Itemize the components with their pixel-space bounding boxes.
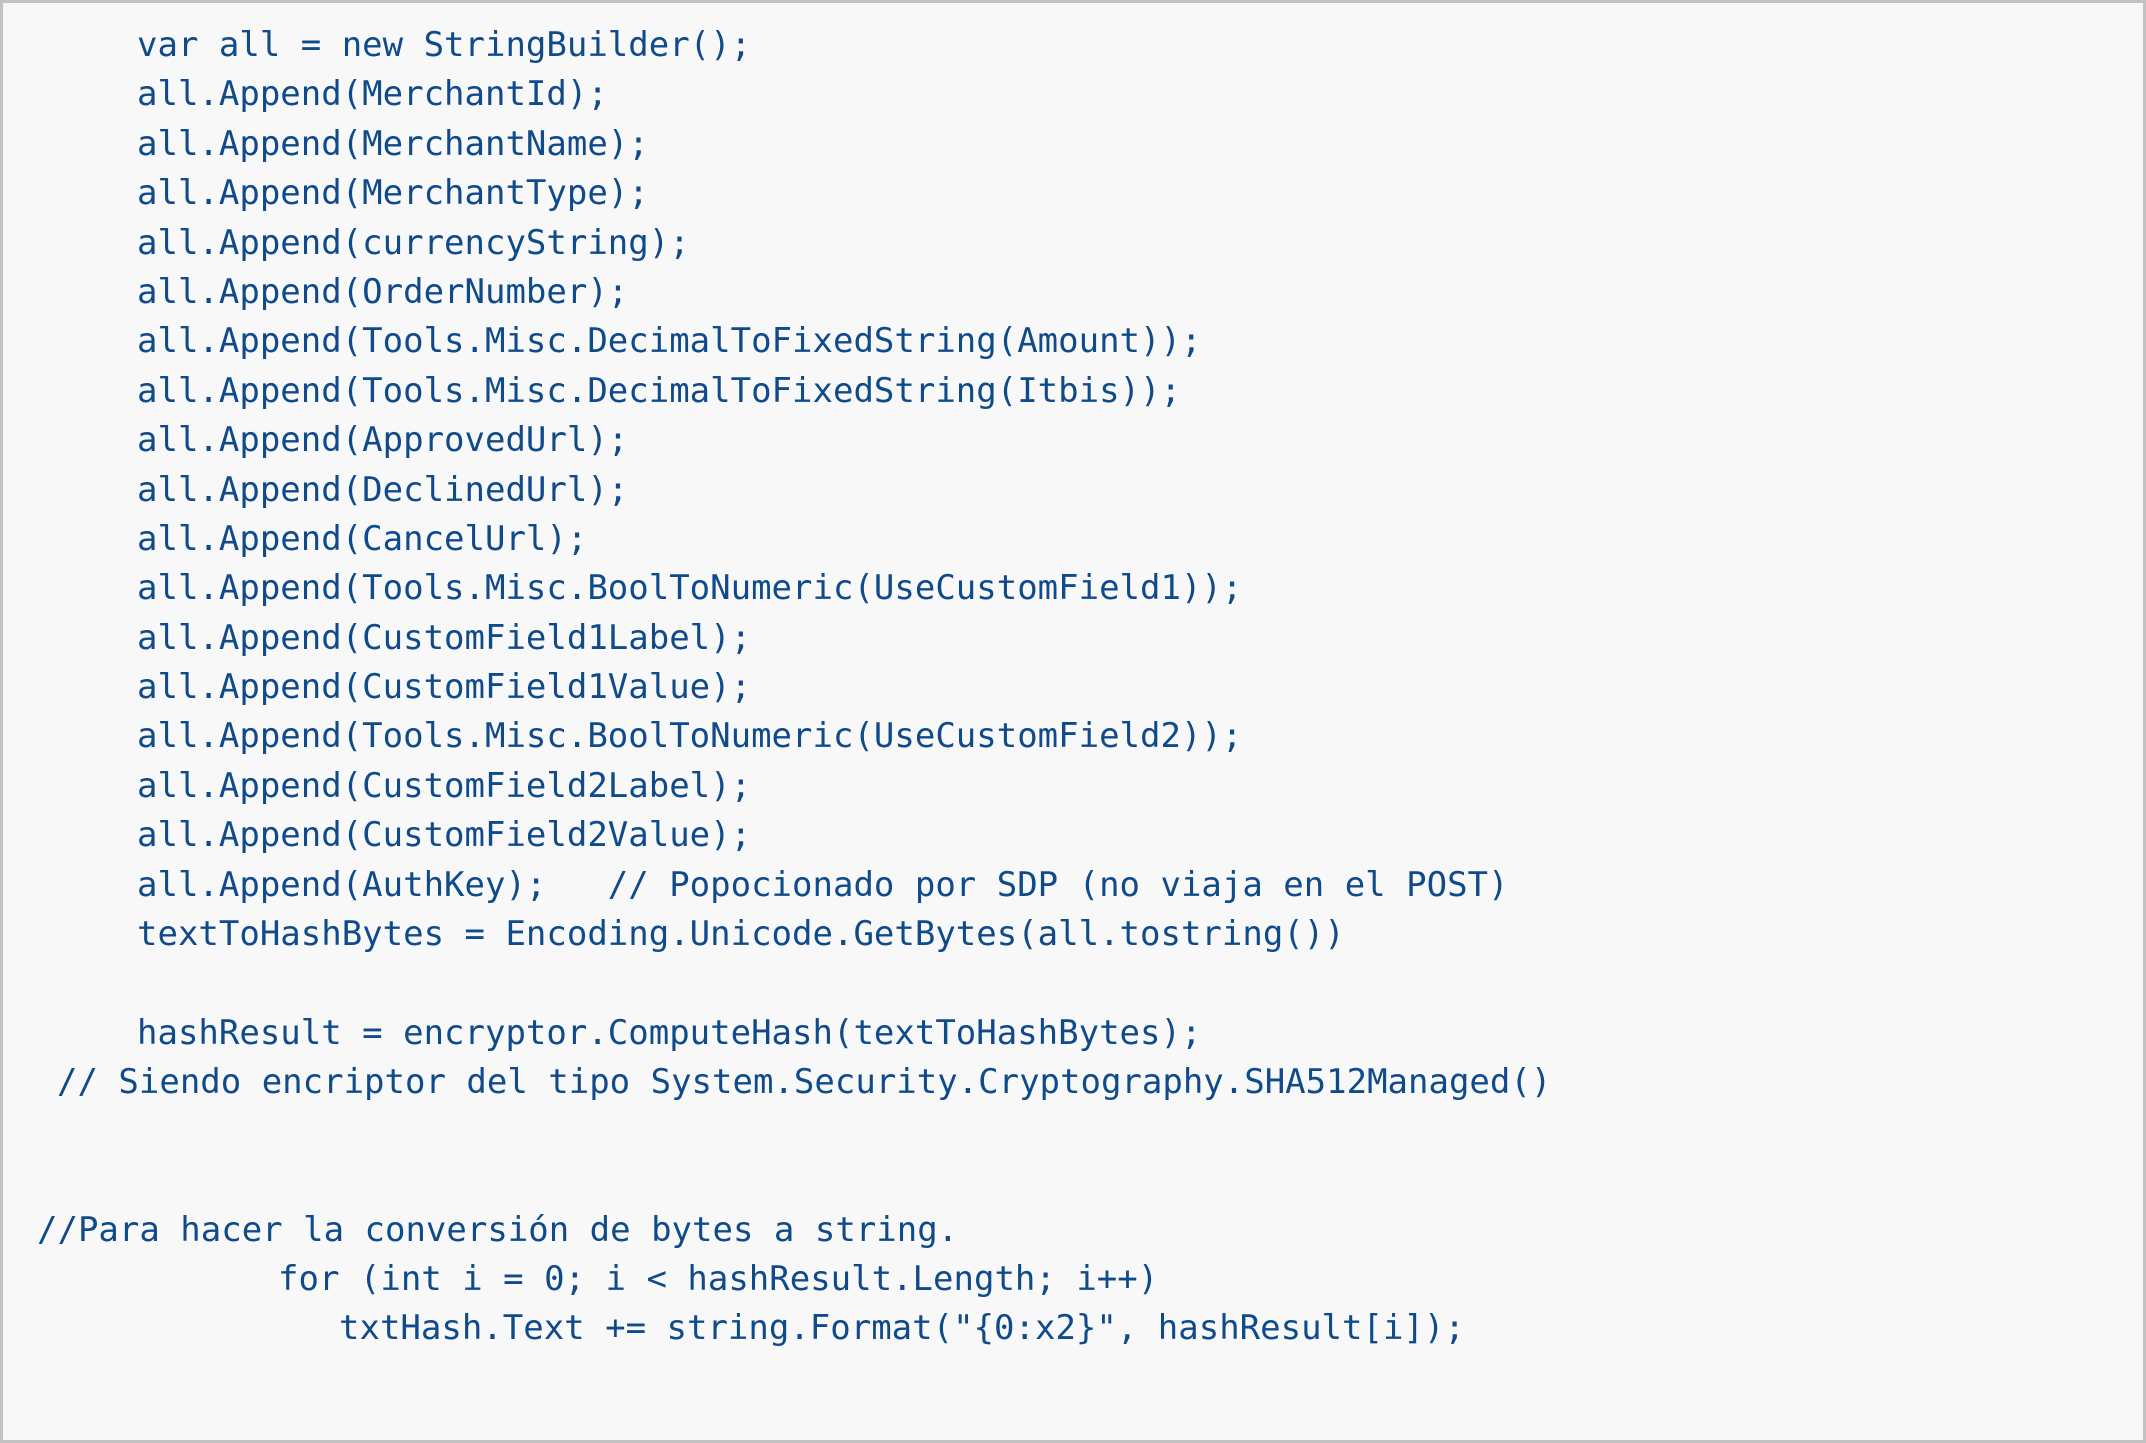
code-line: all.Append(ApprovedUrl);	[137, 420, 629, 460]
code-line: all.Append(MerchantType);	[137, 173, 649, 213]
code-line: all.Append(CancelUrl);	[137, 519, 588, 559]
code-line: all.Append(AuthKey); // Popocionado por …	[137, 865, 1509, 905]
code-line: all.Append(CustomField1Label);	[137, 618, 752, 658]
code-comment: //Para hacer la conversión de bytes a st…	[37, 1210, 959, 1250]
code-line: hashResult = encryptor.ComputeHash(textT…	[137, 1013, 1202, 1053]
code-line: all.Append(OrderNumber);	[137, 272, 629, 312]
code-line: all.Append(Tools.Misc.DecimalToFixedStri…	[137, 371, 1181, 411]
code-line: var all = new StringBuilder();	[137, 25, 752, 65]
code-line: all.Append(Tools.Misc.DecimalToFixedStri…	[137, 321, 1202, 361]
code-line: all.Append(currencyString);	[137, 223, 690, 263]
code-line: all.Append(Tools.Misc.BoolToNumeric(UseC…	[137, 568, 1243, 608]
code-line: txtHash.Text += string.Format("{0:x2}", …	[339, 1308, 1465, 1348]
code-line: all.Append(CustomField2Value);	[137, 815, 752, 855]
code-line: textToHashBytes = Encoding.Unicode.GetBy…	[137, 914, 1345, 954]
code-line: all.Append(Tools.Misc.BoolToNumeric(UseC…	[137, 716, 1243, 756]
code-line: all.Append(CustomField2Label);	[137, 766, 752, 806]
code-line: all.Append(MerchantId);	[137, 74, 608, 114]
code-block: var all = new StringBuilder(); all.Appen…	[3, 3, 2143, 1440]
code-line: all.Append(DeclinedUrl);	[137, 470, 629, 510]
code-comment: // Siendo encriptor del tipo System.Secu…	[57, 1062, 1552, 1102]
code-line: for (int i = 0; i < hashResult.Length; i…	[278, 1259, 1159, 1299]
code-line: all.Append(MerchantName);	[137, 124, 649, 164]
code-line: all.Append(CustomField1Value);	[137, 667, 752, 707]
